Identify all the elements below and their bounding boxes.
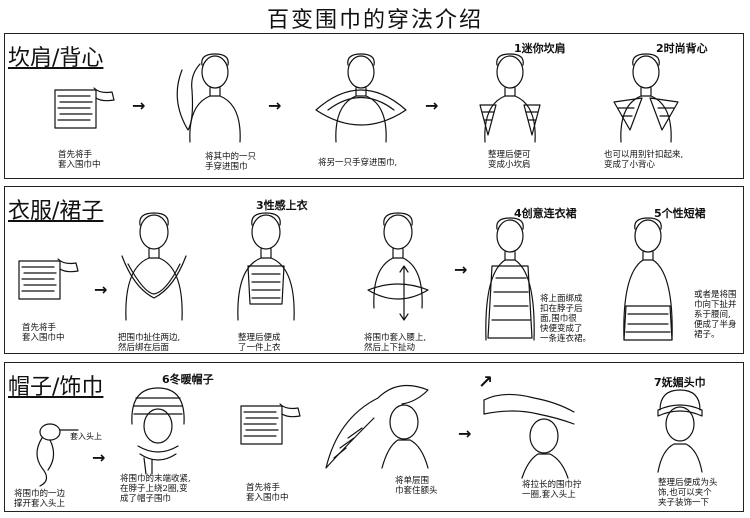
person-dress-figure (485, 217, 535, 341)
person-twist-figure (483, 393, 575, 479)
arrow-icon: → (454, 260, 468, 279)
person-scarf-figure (121, 212, 187, 321)
arrow-icon: → (425, 96, 439, 115)
caption-clothes-5: 将上面绑成 扣在脖子后 面,围巾很 快便变成了 一条连衣裙。 (540, 294, 592, 344)
person-scarf-figure (315, 53, 407, 143)
person-top-figure (237, 212, 295, 321)
arrow-icon: → (94, 280, 108, 299)
caption-vest-4: 整理后便可 变成小坎肩 (488, 150, 531, 170)
person-hat-figure (131, 387, 185, 475)
caption-vest-5: 也可以用别针扣起来, 变成了小背心 (604, 150, 684, 170)
curved-arrow-icon: ↗ (478, 372, 494, 393)
label-winter-hat: 6冬暖帽子 (162, 373, 214, 386)
person-scarf-figure (176, 53, 241, 143)
page-title: 百变围巾的穿法介绍 (266, 8, 483, 33)
label-fashion-vest: 2时尚背心 (656, 42, 708, 55)
person-vest-figure (613, 53, 679, 143)
scarf-over-head-figure (36, 423, 79, 487)
caption-clothes-6: 或者是将围 巾向下扯并 系于腰间, 便成了半身 裙子。 (694, 290, 737, 340)
section-title-hat: 帽子/饰巾 (8, 375, 104, 400)
panel-vest (4, 33, 744, 179)
arrow-icon: → (92, 448, 106, 467)
hand-in-scarf-figure (240, 403, 301, 445)
section-title-clothes: 衣服/裙子 (8, 199, 104, 224)
arrow-icon: → (458, 424, 472, 443)
person-waist-figure (367, 212, 429, 321)
person-headscarf-figure (325, 384, 429, 469)
label-mini-vest: 1迷你坎肩 (514, 42, 566, 55)
caption-clothes-3: 整理后便成 了一件上衣 (238, 333, 281, 353)
caption-clothes-4: 将围巾套入腰上, 然后上下扯动 (364, 333, 427, 353)
label-creative-dress: 4创意连衣裙 (514, 207, 577, 220)
label-put-on-head: 套入头上 (70, 432, 102, 441)
arrow-icon: → (132, 96, 146, 115)
person-vest-figure (479, 53, 541, 143)
caption-hat-5: 将拉长的围巾拧 一圈,套入头上 (522, 480, 582, 500)
arrow-icon: → (268, 96, 282, 115)
person-skirt-figure (623, 217, 673, 341)
hand-in-scarf-figure (54, 87, 115, 129)
caption-vest-3: 将另一只手穿进围巾, (318, 158, 398, 168)
caption-clothes-2: 把围巾扯住两边, 然后绑在后面 (118, 333, 181, 353)
label-sexy-top: 3性感上衣 (256, 199, 308, 212)
label-charming-headscarf: 7妩媚头巾 (654, 376, 706, 389)
panel-hat (4, 362, 744, 512)
section-title-vest: 坎肩/背心 (8, 46, 104, 71)
caption-vest-1: 首先将手 套入围巾中 (58, 150, 101, 170)
panel-clothes (4, 186, 744, 354)
caption-hat-2: 将围巾的末端收紧, 在脖子上绕2圈,变 成了帽子围巾 (120, 474, 191, 504)
caption-vest-2: 将其中的一只 手穿进围巾 (205, 152, 257, 172)
caption-hat-1: 将围巾的一边 撑开套入头上 (14, 489, 66, 509)
caption-hat-3: 首先将手 套入围巾中 (246, 483, 289, 503)
caption-hat-4: 将单层围 巾套住额头 (395, 476, 438, 496)
person-headband-figure (657, 389, 703, 473)
label-short-skirt: 5个性短裙 (654, 207, 706, 220)
hand-in-scarf-figure (18, 258, 79, 300)
caption-hat-6: 整理后便成为头 饰,也可以夹个 夹子装饰一下 (658, 478, 718, 508)
caption-clothes-1: 首先将手 套入围巾中 (22, 323, 65, 343)
